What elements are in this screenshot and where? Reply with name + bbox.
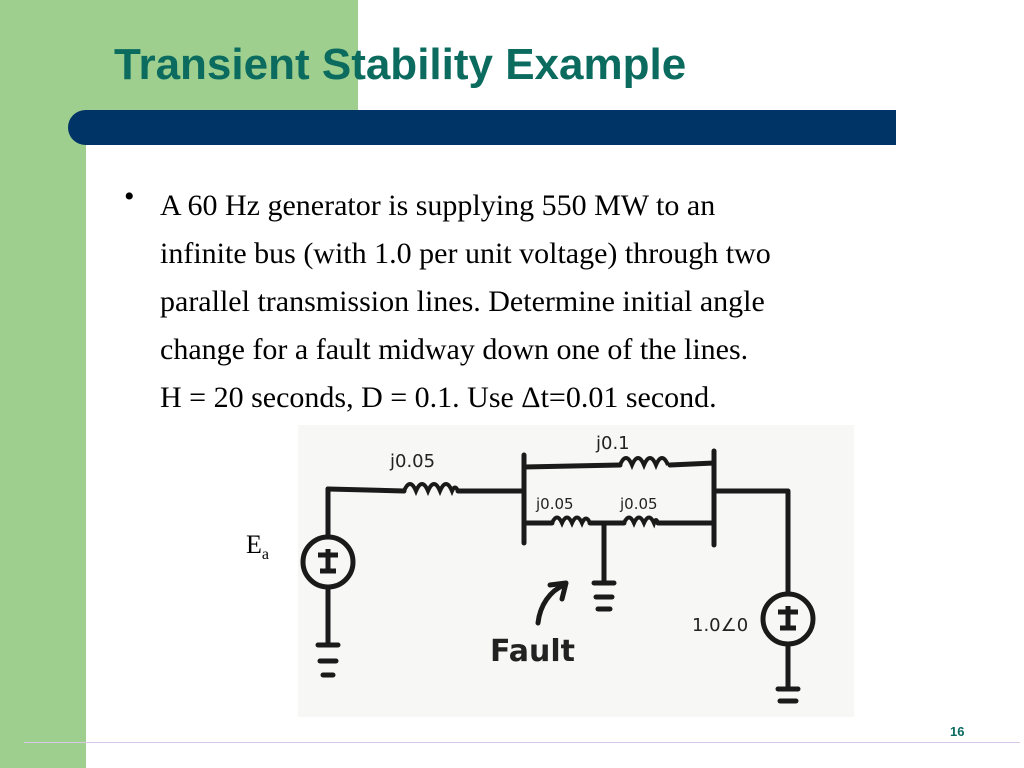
circuit-diagram: j0.05 j0.1 j0.05 j0.05 Fault 1.0∠0 — [300, 433, 816, 704]
bullet-paragraph: A 60 Hz generator is supplying 550 MW to… — [160, 182, 980, 422]
gen-impedance-label: j0.05 — [389, 451, 435, 472]
fault-label: Fault — [490, 634, 575, 669]
ea-label-main: E — [246, 530, 262, 559]
infinite-bus-voltage-label: 1.0∠0 — [692, 615, 748, 636]
slide-title: Transient Stability Example — [114, 40, 687, 89]
page-number: 16 — [950, 724, 965, 739]
bullet-icon: • — [124, 180, 135, 213]
line-right-impedance-label: j0.05 — [619, 495, 658, 513]
title-underline-bar — [68, 110, 896, 145]
bullet-line-1: A 60 Hz generator is supplying 550 MW to… — [160, 189, 716, 222]
footer-divider — [24, 742, 1020, 743]
line-top-impedance-label: j0.1 — [595, 433, 630, 454]
bullet-line-2: infinite bus (with 1.0 per unit voltage)… — [160, 237, 771, 270]
line-left-impedance-label: j0.05 — [535, 495, 574, 513]
bullet-line-5: H = 20 seconds, D = 0.1. Use Δt=0.01 sec… — [160, 381, 717, 414]
ea-label: Ea — [246, 530, 269, 564]
bullet-line-3: parallel transmission lines. Determine i… — [160, 285, 765, 318]
circuit-diagram-background — [298, 425, 854, 717]
ea-label-subscript: a — [261, 546, 269, 564]
bullet-line-4: change for a fault midway down one of th… — [160, 333, 749, 366]
